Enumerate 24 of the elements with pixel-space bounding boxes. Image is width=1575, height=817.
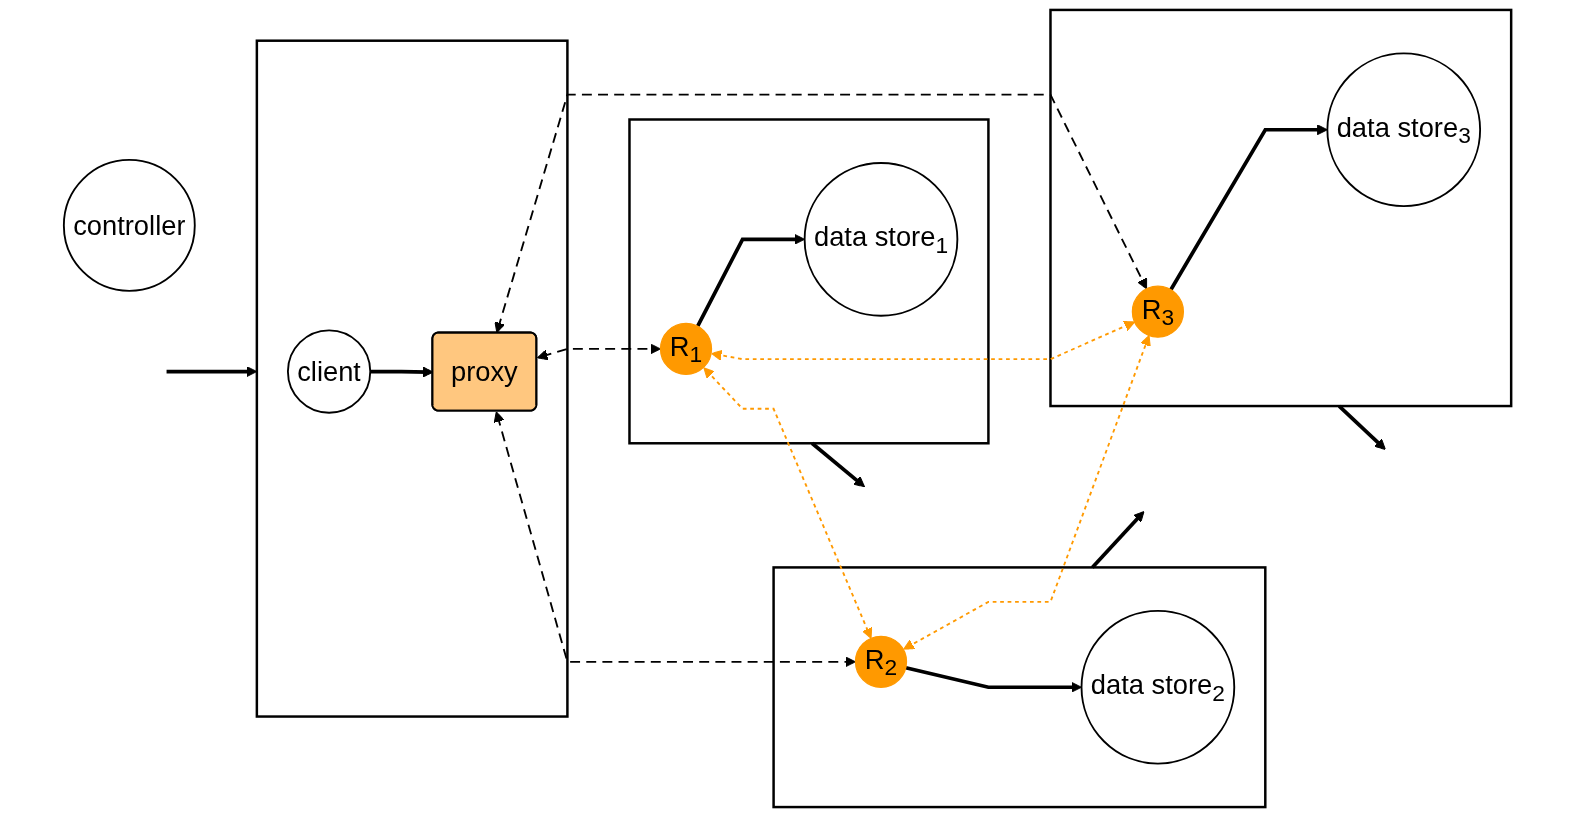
node-circle: data store$_{3}$	[1326, 52, 1482, 208]
node-circle: R$_{1}$	[659, 322, 713, 375]
arrow	[493, 411, 856, 668]
node-circle: data store$_{2}$	[1080, 609, 1236, 765]
arrow	[1169, 124, 1328, 291]
node-circle: data store$_{1}$	[803, 162, 959, 317]
arrow	[166, 366, 258, 377]
cluster	[772, 566, 1267, 809]
arrow	[905, 665, 1082, 693]
cluster	[628, 118, 990, 445]
arrow	[1337, 404, 1386, 450]
arrow	[703, 367, 873, 639]
arrow	[536, 343, 661, 361]
arrow	[494, 93, 1148, 334]
arrow	[903, 335, 1151, 650]
node-circle: R$_{2}$	[854, 635, 908, 688]
node-circle: controller	[62, 159, 196, 292]
node-circle: R$_{3}$	[1131, 285, 1184, 338]
cluster	[1049, 8, 1513, 408]
arrow	[711, 320, 1136, 361]
node-circle: client	[286, 329, 372, 414]
cluster	[255, 39, 569, 718]
arrow	[810, 441, 865, 488]
arrow	[1090, 511, 1145, 569]
